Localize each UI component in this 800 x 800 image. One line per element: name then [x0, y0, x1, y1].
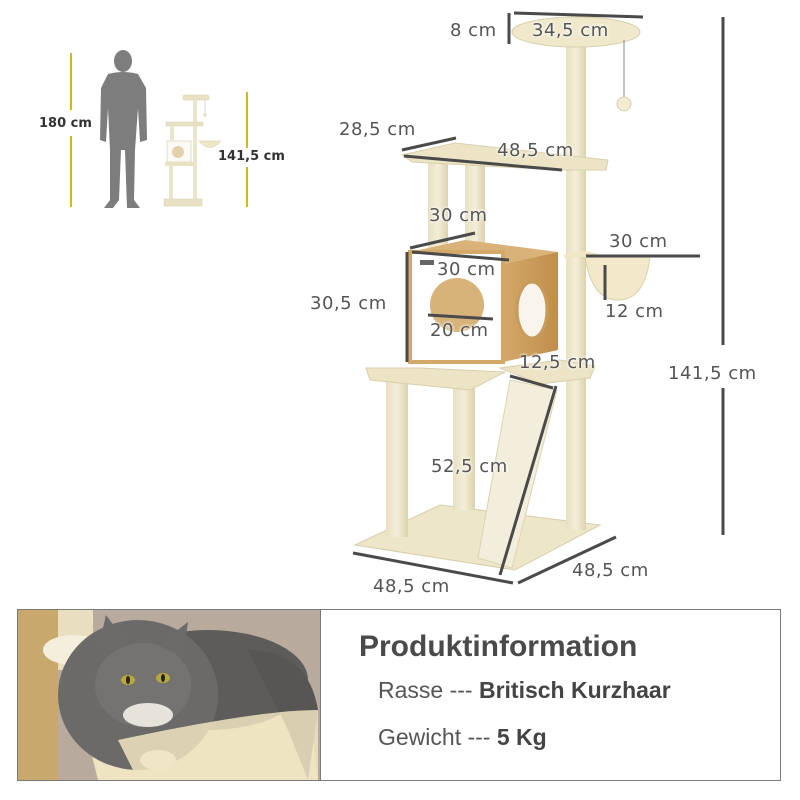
comparison-graphic	[70, 50, 248, 208]
middle-platform-width-label: 48,5 cm	[497, 140, 574, 161]
front-left-post	[386, 380, 408, 537]
ramp	[477, 379, 558, 569]
lower-platform	[365, 367, 507, 391]
hammock-diameter-label: 30 cm	[609, 231, 668, 252]
middle-platform-depth-label: 28,5 cm	[339, 119, 416, 140]
middle-platform	[400, 142, 609, 171]
mini-cat-tree-icon	[163, 94, 222, 207]
main-post	[566, 40, 586, 530]
person-silhouette-icon	[100, 50, 147, 208]
ramp-width-label: 12,5 cm	[519, 352, 596, 373]
weight-label: Gewicht ---	[378, 724, 497, 750]
top-platform-height-label: 8 cm	[450, 20, 497, 41]
toy-ball	[616, 96, 632, 112]
hammock-depth-label: 12 cm	[605, 301, 664, 322]
hammock	[580, 256, 651, 301]
dimension-lines	[352, 11, 725, 585]
house-width-label: 30 cm	[437, 259, 496, 280]
cat-tree-illustration	[352, 11, 725, 585]
house-opening-label: 20 cm	[430, 320, 489, 341]
weight-value: 5 Kg	[496, 724, 547, 750]
base-width-label: 48,5 cm	[373, 576, 450, 597]
top-platform-diameter-label: 34,5 cm	[532, 20, 609, 41]
top-platform	[511, 16, 641, 48]
house-height-label: 30,5 cm	[310, 293, 387, 314]
cat-in-hammock-image	[18, 610, 320, 780]
tree-height-label: 141,5 cm	[218, 149, 285, 164]
house-depth-label: 30 cm	[429, 205, 488, 226]
ramp-length-label: 52,5 cm	[431, 456, 508, 477]
breed-value: Britisch Kurzhaar	[478, 677, 671, 703]
weight-row: Gewicht --- 5 Kg	[378, 724, 547, 751]
breed-label: Rasse ---	[378, 677, 479, 703]
info-title: Produktinformation	[359, 630, 638, 663]
upper-post-left	[428, 160, 448, 250]
back-post	[453, 385, 475, 510]
cat-photo	[18, 610, 321, 780]
house-side-window	[515, 280, 549, 340]
base-platform	[353, 504, 602, 571]
upper-post-right	[465, 165, 485, 250]
total-height-label: 141,5 cm	[668, 363, 757, 384]
brand-label	[420, 260, 434, 265]
person-height-label: 180 cm	[39, 116, 92, 131]
base-depth-label: 48,5 cm	[572, 560, 649, 581]
breed-row: Rasse --- Britisch Kurzhaar	[378, 677, 671, 704]
product-info-box	[17, 609, 781, 781]
